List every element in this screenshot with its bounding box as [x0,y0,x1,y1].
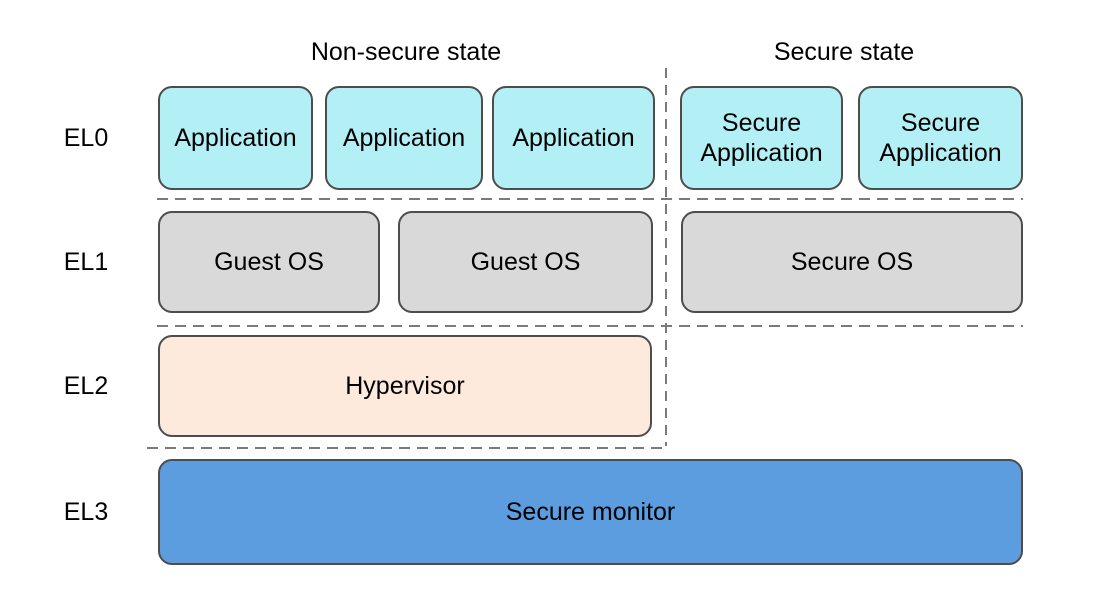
el0-label: EL0 [63,124,109,152]
secure-application-box-2: Secure Application [858,86,1023,190]
non-secure-state-title: Non-secure state [310,38,502,66]
secure-os-box: Secure OS [681,211,1023,313]
el1-label: EL1 [63,248,109,276]
secure-state-title: Secure state [773,38,915,66]
el2-el3-divider-line [147,447,662,449]
application-box-1: Application [158,86,313,190]
secure-application-box-1: Secure Application [680,86,843,190]
application-box-2: Application [325,86,483,190]
secure-application-box-1-label: Secure Application [700,108,823,168]
hypervisor-box: Hypervisor [158,335,652,437]
el2-label: EL2 [63,372,109,400]
el0-el1-divider-line [157,198,1023,200]
secure-monitor-box-label: Secure monitor [505,497,676,526]
application-box-1-label: Application [174,123,297,152]
application-box-2-label: Application [342,123,466,152]
secure-application-box-2-label: Secure Application [879,108,1002,168]
secure-os-box-label: Secure OS [790,247,914,276]
el1-el2-divider-line [157,325,1023,327]
guest-os-box-2-label: Guest OS [470,247,581,276]
application-box-3-label: Application [512,123,635,152]
hypervisor-box-label: Hypervisor [345,371,465,400]
secure-monitor-box: Secure monitor [158,459,1023,565]
guest-os-box-1-label: Guest OS [214,247,324,276]
application-box-3: Application [492,86,655,190]
guest-os-box-2: Guest OS [398,211,653,313]
el3-label: EL3 [63,498,109,526]
guest-os-box-1: Guest OS [158,211,380,313]
secure-nonsecure-divider-line [665,68,667,446]
